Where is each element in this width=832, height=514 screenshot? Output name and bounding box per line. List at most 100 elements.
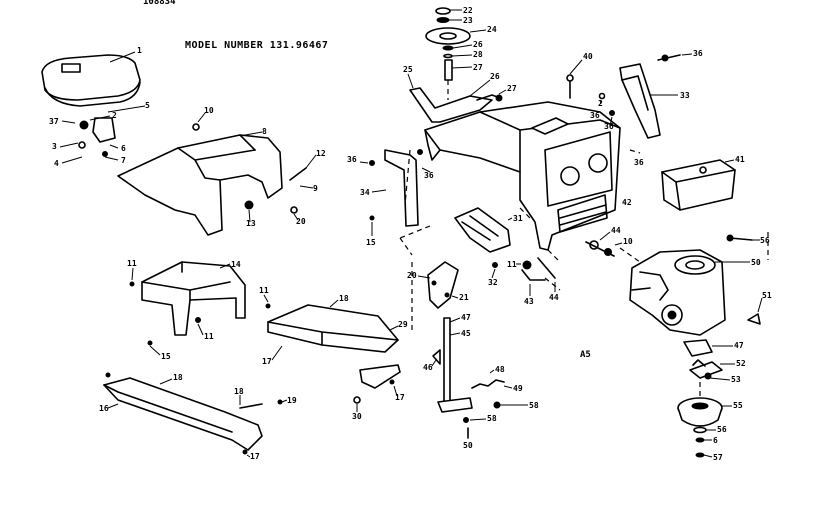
fender-nut-label: 20 — [296, 217, 306, 226]
chain-label: 31 — [513, 214, 523, 223]
axle-assembly — [103, 372, 283, 455]
clutch-bolt — [695, 452, 705, 458]
seat-nut-label: 4 — [54, 159, 59, 168]
gauge-right-icon — [588, 153, 608, 173]
engine-mount-label: 47 — [734, 341, 744, 350]
dash-bolt-label: 40 — [583, 52, 593, 61]
chain-bolt-icon — [492, 262, 498, 268]
assembly-guide-lines — [399, 149, 641, 330]
dash-cover — [531, 117, 569, 135]
shaft-label: 47 — [461, 313, 471, 322]
chain-assembly — [454, 207, 561, 291]
shaft-spring — [471, 379, 505, 389]
side-panel-label: 34 — [360, 188, 370, 197]
battery-label: 41 — [735, 155, 745, 164]
step-nut-label: 11 — [259, 286, 269, 295]
mount-nut-right-label: 11 — [204, 332, 214, 341]
shaft-washer-label: 58 — [529, 401, 539, 410]
front-washer-icon — [609, 110, 615, 116]
shaft-washer-icon — [493, 401, 501, 409]
fender-bolt-icon — [289, 167, 307, 181]
seat-bolt-label: 2 — [112, 111, 117, 120]
fender-washer-left-label: 13 — [246, 219, 256, 228]
steering-spacer — [444, 59, 453, 81]
shaft-assembly — [432, 317, 505, 439]
axle-rod — [239, 403, 263, 409]
engine-mount-assembly — [683, 339, 723, 380]
seat-hinge-bracket — [92, 117, 116, 143]
front-panel-assembly — [598, 54, 681, 139]
grille-hardware — [585, 240, 615, 257]
clutch-washer — [693, 426, 707, 434]
engine-bolt-b-label: 53 — [731, 375, 741, 384]
engine-label: 50 — [751, 258, 761, 267]
grille-nut-label: 44 — [611, 226, 621, 235]
seat-spring-label: 6 — [121, 144, 126, 153]
lift-bracket — [427, 261, 459, 309]
step-washer-label: 30 — [352, 412, 362, 421]
engine-air-filter — [674, 255, 716, 275]
clutch-assembly — [677, 382, 723, 458]
axle-bolt-icon — [105, 372, 111, 378]
fender-washer-right-label: 9 — [313, 184, 318, 193]
steering-washer — [442, 45, 454, 51]
engine-mount — [683, 339, 713, 357]
seat-washer-label: 3 — [52, 142, 57, 151]
top-code: 108834 — [143, 0, 176, 7]
side-panel-assembly — [369, 149, 423, 227]
seat-pivot-icon — [102, 151, 108, 157]
engine-pulley-label: 52 — [736, 359, 746, 368]
step-bracket — [359, 364, 401, 389]
hood-rod-label: 25 — [403, 65, 413, 74]
seat-screw-label: 5 — [145, 101, 150, 110]
clutch-washer-label: 56 — [717, 425, 727, 434]
step-bolt-left-label: 17 — [262, 357, 272, 366]
battery-assembly — [661, 159, 736, 211]
steering-wheel-label: 24 — [487, 25, 497, 34]
shaft-nut-label: 48 — [495, 365, 505, 374]
dash-bolt-icon — [566, 74, 574, 82]
mount-bolt-icon — [147, 340, 153, 346]
front-washer-label: 36 — [590, 111, 600, 120]
step-bolt-right-icon — [389, 379, 395, 385]
front-panel-label: 33 — [680, 91, 690, 100]
side-bolt-label: 15 — [366, 238, 376, 247]
front-nut-label: 2 — [598, 99, 603, 108]
seat-nut-icon — [78, 141, 86, 149]
axle-label: 18 — [173, 373, 183, 382]
hood-body — [424, 101, 621, 251]
hood-nut-icon — [495, 94, 503, 102]
lift-bracket-bolt-label: 21 — [459, 293, 469, 302]
front-washer-b-label: 36 — [604, 122, 614, 131]
chain-nut-icon — [522, 260, 532, 270]
front-screw-label: 36 — [693, 49, 703, 58]
steering-cap — [435, 7, 451, 15]
shaft — [443, 317, 451, 407]
steering-wheel — [425, 27, 471, 45]
step-plate — [267, 304, 399, 353]
axle-nut-icon — [242, 449, 248, 455]
shaft-clip-label: 46 — [423, 363, 433, 372]
fender-crease — [177, 147, 256, 181]
model-number-title: MODEL NUMBER 131.96467 — [185, 40, 328, 51]
clutch-nut — [695, 437, 705, 443]
side-screw-label: 36 — [347, 155, 357, 164]
steering-assembly — [425, 7, 471, 100]
diagram-code: A5 — [580, 350, 591, 360]
steering-nut — [436, 17, 450, 23]
steering-spacer-label: 27 — [473, 63, 483, 72]
fender-assembly — [117, 123, 307, 236]
steering-pin — [443, 53, 453, 59]
battery-cap-icon — [699, 166, 707, 174]
chain-plate — [454, 207, 511, 253]
side-panel — [384, 149, 419, 227]
chain-link-label: 43 — [524, 297, 534, 306]
engine-assembly — [629, 232, 769, 336]
seat-clip-label: 37 — [49, 117, 59, 126]
shaft-foot — [437, 397, 473, 413]
side-washer-label: 36 — [424, 171, 434, 180]
mount-nut-right-icon — [195, 317, 201, 323]
fender — [117, 134, 283, 236]
side-bolt-icon — [369, 215, 375, 221]
